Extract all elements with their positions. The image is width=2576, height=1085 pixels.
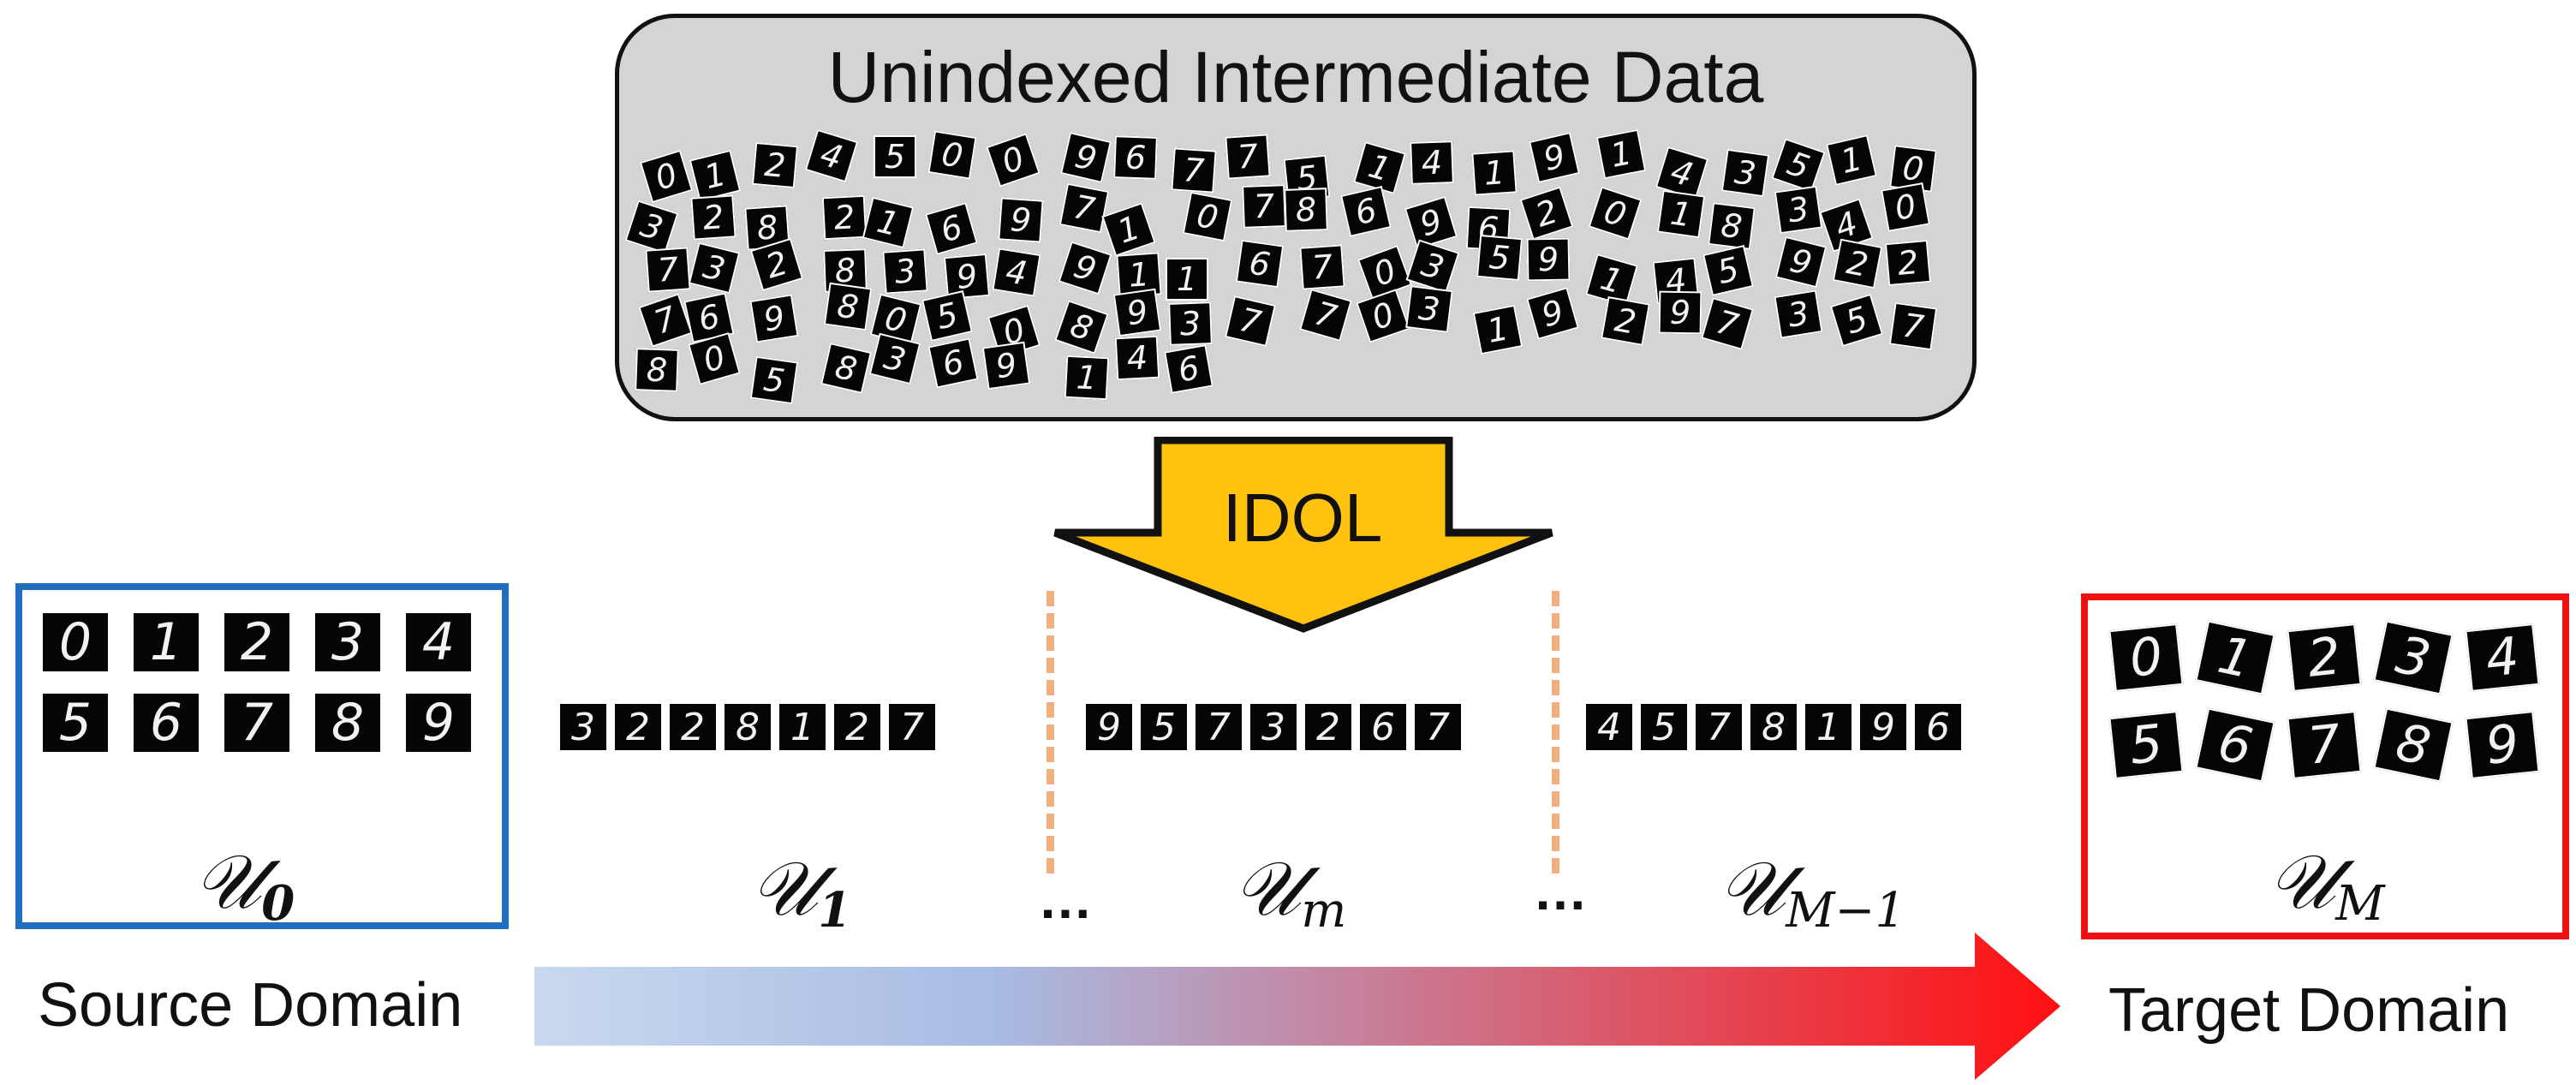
intermediate-digit-tile: 7 bbox=[887, 702, 937, 752]
source-symbol-subscript: 0 bbox=[261, 875, 295, 932]
source-digit-tile: 9 bbox=[404, 692, 473, 754]
intermediate-m-subscript: m bbox=[1301, 883, 1347, 939]
intermediate-digit-tile: 6 bbox=[1913, 702, 1963, 752]
source-digit-tile: 2 bbox=[223, 611, 291, 673]
target-symbol: 𝒰M bbox=[2268, 839, 2385, 947]
source-domain-label: Source Domain bbox=[38, 971, 463, 1040]
ellipsis-left: … bbox=[1038, 868, 1093, 930]
target-digit-tile: 4 bbox=[2465, 623, 2540, 692]
target-domain-label: Target Domain bbox=[2108, 976, 2510, 1045]
gradient-arrow-body bbox=[534, 933, 2060, 1080]
intermediate-digit-tile: 8 bbox=[723, 702, 772, 752]
intermediate-1-symbol: 𝒰1 bbox=[750, 846, 851, 953]
intermediate-1-symbol-letter: 𝒰 bbox=[750, 844, 819, 933]
intermediate-m-symbol: 𝒰m bbox=[1233, 846, 1346, 954]
idol-arrow-shape bbox=[1053, 437, 1553, 633]
intermediate-digit-tile: 2 bbox=[1303, 702, 1353, 752]
intermediate-digit-tile: 4 bbox=[1584, 702, 1634, 752]
intermediate-digit-tile: 5 bbox=[1639, 702, 1689, 752]
intermediate-digit-tile: 1 bbox=[1804, 702, 1853, 752]
intermediate-digit-tile: 6 bbox=[1358, 702, 1408, 752]
intermediate-M1-symbol: 𝒰M−1 bbox=[1718, 846, 1905, 954]
intermediate-digit-tile: 1 bbox=[778, 702, 827, 752]
target-digit-tile: 0 bbox=[2108, 623, 2184, 692]
intermediate-digit-tile: 7 bbox=[1413, 702, 1463, 752]
intermediate-m-symbol-letter: 𝒰 bbox=[1233, 844, 1302, 933]
source-symbol: 𝒰0 bbox=[194, 839, 295, 946]
intermediate-digit-tile: 2 bbox=[613, 702, 663, 752]
target-digit-tile: 2 bbox=[2287, 623, 2362, 692]
intermediate-digit-tile: 2 bbox=[668, 702, 718, 752]
target-digit-tile: 7 bbox=[2287, 711, 2362, 779]
intermediate-digit-tile: 7 bbox=[1694, 702, 1744, 752]
target-symbol-subscript: M bbox=[2335, 876, 2385, 932]
intermediate-digit-tile: 9 bbox=[1084, 702, 1134, 752]
target-domain-box bbox=[2081, 593, 2569, 939]
intermediate-digit-tile: 7 bbox=[1194, 702, 1243, 752]
intermediate-M1-subscript: M−1 bbox=[1786, 883, 1906, 939]
intermediate-digit-tile: 5 bbox=[1139, 702, 1189, 752]
source-digit-tile: 3 bbox=[313, 611, 382, 673]
source-symbol-letter: 𝒰 bbox=[194, 838, 262, 926]
pool-title: Unindexed Intermediate Data bbox=[827, 37, 1764, 117]
target-symbol-letter: 𝒰 bbox=[2268, 838, 2336, 926]
intermediate-digit-tile: 8 bbox=[1749, 702, 1798, 752]
target-digit-tile: 9 bbox=[2465, 711, 2540, 779]
source-digit-tile: 7 bbox=[223, 692, 291, 754]
gradient-arrow bbox=[534, 933, 2060, 1080]
intermediate-digit-tile: 2 bbox=[832, 702, 882, 752]
intermediate-digit-tile: 3 bbox=[1249, 702, 1298, 752]
intermediate-digit-tile: 9 bbox=[1858, 702, 1908, 752]
source-digit-tile: 1 bbox=[132, 611, 200, 673]
source-domain-box bbox=[15, 583, 509, 929]
separator-left bbox=[1046, 591, 1054, 873]
intermediate-digit-tile: 3 bbox=[558, 702, 608, 752]
idol-label: IDOL bbox=[1222, 480, 1383, 556]
ellipsis-right: … bbox=[1533, 860, 1588, 921]
separator-right bbox=[1552, 591, 1559, 873]
target-digit-tile: 5 bbox=[2108, 711, 2184, 779]
source-digit-tile: 0 bbox=[41, 611, 110, 673]
source-digit-tile: 4 bbox=[404, 611, 473, 673]
intermediate-M1-symbol-letter: 𝒰 bbox=[1718, 844, 1786, 933]
source-digit-tile: 6 bbox=[132, 692, 200, 754]
intermediate-1-subscript: 1 bbox=[818, 882, 852, 939]
source-digit-tile: 5 bbox=[41, 692, 110, 754]
source-digit-tile: 8 bbox=[313, 692, 382, 754]
idol-arrow bbox=[1053, 437, 1553, 633]
